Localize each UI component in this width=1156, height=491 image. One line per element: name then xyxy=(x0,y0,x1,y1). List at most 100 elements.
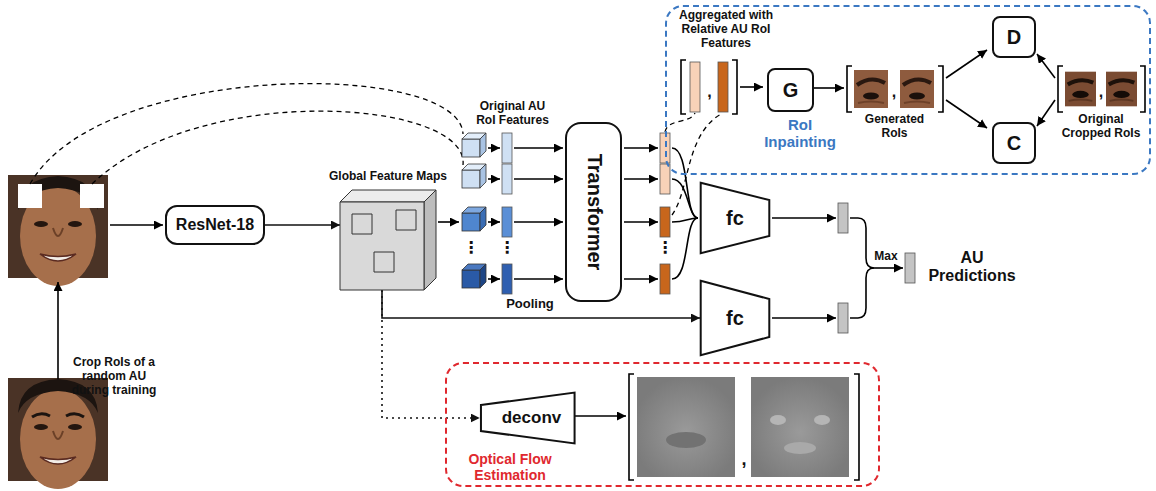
flow-arrow xyxy=(672,218,698,279)
flow-arrow xyxy=(874,267,903,269)
node-label: ResNet-18 xyxy=(176,216,254,234)
roi-feature-cube xyxy=(462,213,480,231)
feature-vector xyxy=(660,207,670,237)
output-label: AU Predictions xyxy=(922,249,1022,286)
input-face xyxy=(32,414,50,417)
optical-flow-region: deconvOptical Flow Estimation xyxy=(445,362,880,487)
input-face xyxy=(53,431,63,439)
node-label: G xyxy=(783,79,799,102)
bracket xyxy=(629,60,1145,480)
input-face-masked xyxy=(34,221,48,227)
discriminator-box: D xyxy=(992,16,1036,58)
input-face xyxy=(66,414,84,417)
roi-image xyxy=(854,70,888,108)
bracket xyxy=(629,374,634,480)
feature-label: Aggregated with Relative AU RoI Features xyxy=(672,9,780,50)
flow-arrow xyxy=(624,178,658,180)
feature-map-cube xyxy=(340,202,424,290)
image-label: Generated RoIs xyxy=(857,113,932,141)
layer-shape xyxy=(481,393,575,444)
edge-label: Pooling xyxy=(498,297,562,312)
feature-vector xyxy=(502,133,512,163)
flow-arrow xyxy=(672,148,698,218)
bracket xyxy=(732,60,737,114)
ellipsis-dots: ⋮ xyxy=(461,240,481,256)
operation-label: Max xyxy=(870,250,902,264)
roi-image xyxy=(900,70,934,108)
layer-shape xyxy=(701,281,770,355)
flow-arrow xyxy=(1037,100,1055,126)
input-face-masked xyxy=(68,221,82,227)
feature-vector xyxy=(502,264,512,294)
input-face-masked xyxy=(8,175,108,286)
transformer-box: Transformer xyxy=(565,122,622,302)
roi-feature-cube xyxy=(480,207,486,231)
dashed-leader xyxy=(665,113,695,132)
feature-vector xyxy=(905,253,915,283)
fc-layer: fc xyxy=(700,280,770,356)
flow-arrow xyxy=(488,147,500,149)
ellipsis-dots: ⋮ xyxy=(655,240,675,256)
roi-feature-cube xyxy=(462,270,480,288)
flow-arrow xyxy=(946,50,987,78)
node-label: D xyxy=(1007,26,1021,49)
optical-flow-image xyxy=(784,442,816,454)
flow-arrow xyxy=(110,224,163,226)
node-label: fc xyxy=(726,307,744,330)
deconv-layer: deconv xyxy=(480,392,576,444)
input-face-masked xyxy=(53,228,63,236)
flow-arrow xyxy=(488,178,500,180)
flow-arrow xyxy=(514,221,563,223)
separator-comma: , xyxy=(701,84,718,100)
feature-vector xyxy=(660,264,670,294)
dashed-leader xyxy=(30,84,463,184)
flow-arrow xyxy=(850,218,874,268)
bracket xyxy=(854,374,859,480)
input-face-masked xyxy=(18,184,42,208)
feature-map-cube xyxy=(340,190,436,290)
roi-feature-cube xyxy=(462,133,486,288)
bracket xyxy=(847,66,852,112)
connector-arrow xyxy=(382,290,700,318)
flow-arrow xyxy=(772,217,836,219)
flow-arrow xyxy=(672,179,698,218)
optical-flow-image xyxy=(814,415,830,425)
flow-arrow xyxy=(850,268,874,318)
optical-flow-image xyxy=(666,432,706,448)
feature-map-cube xyxy=(396,210,416,230)
input-face xyxy=(34,424,48,430)
feature-vector xyxy=(838,203,848,233)
input-face-masked xyxy=(40,254,76,261)
bracket xyxy=(681,60,686,114)
node-label: C xyxy=(1007,132,1021,155)
classifier-box: C xyxy=(992,122,1036,164)
flow-arrow xyxy=(772,317,836,319)
roi-feature-cube xyxy=(462,170,480,188)
feature-vector xyxy=(838,303,848,333)
optical-flow-image xyxy=(637,377,735,477)
roi-feature-cube xyxy=(480,264,486,288)
optical-flow-image xyxy=(770,415,786,425)
image-label: Original Cropped RoIs xyxy=(1057,113,1145,141)
flow-arrow xyxy=(624,147,658,149)
bracket xyxy=(1140,66,1145,112)
connector-arrow xyxy=(265,224,340,226)
feature-vector xyxy=(502,207,512,237)
region-title: Optical Flow Estimation xyxy=(454,451,566,483)
fc-layer: fc xyxy=(700,182,770,254)
input-face-masked xyxy=(80,184,104,208)
flow-arrow xyxy=(514,278,563,280)
flow-arrow xyxy=(624,278,658,280)
separator-comma: , xyxy=(1096,84,1106,100)
flow-arrow xyxy=(438,221,459,223)
region-title: RoI Inpainting xyxy=(752,116,848,151)
feature-map-cube: Global Feature Maps xyxy=(340,170,436,290)
node-label: fc xyxy=(726,207,744,230)
roi-feature-cube xyxy=(480,133,486,157)
flow-arrow xyxy=(814,87,844,89)
input-face xyxy=(40,457,76,464)
input-face xyxy=(20,389,96,489)
flow-arrow xyxy=(740,86,763,88)
